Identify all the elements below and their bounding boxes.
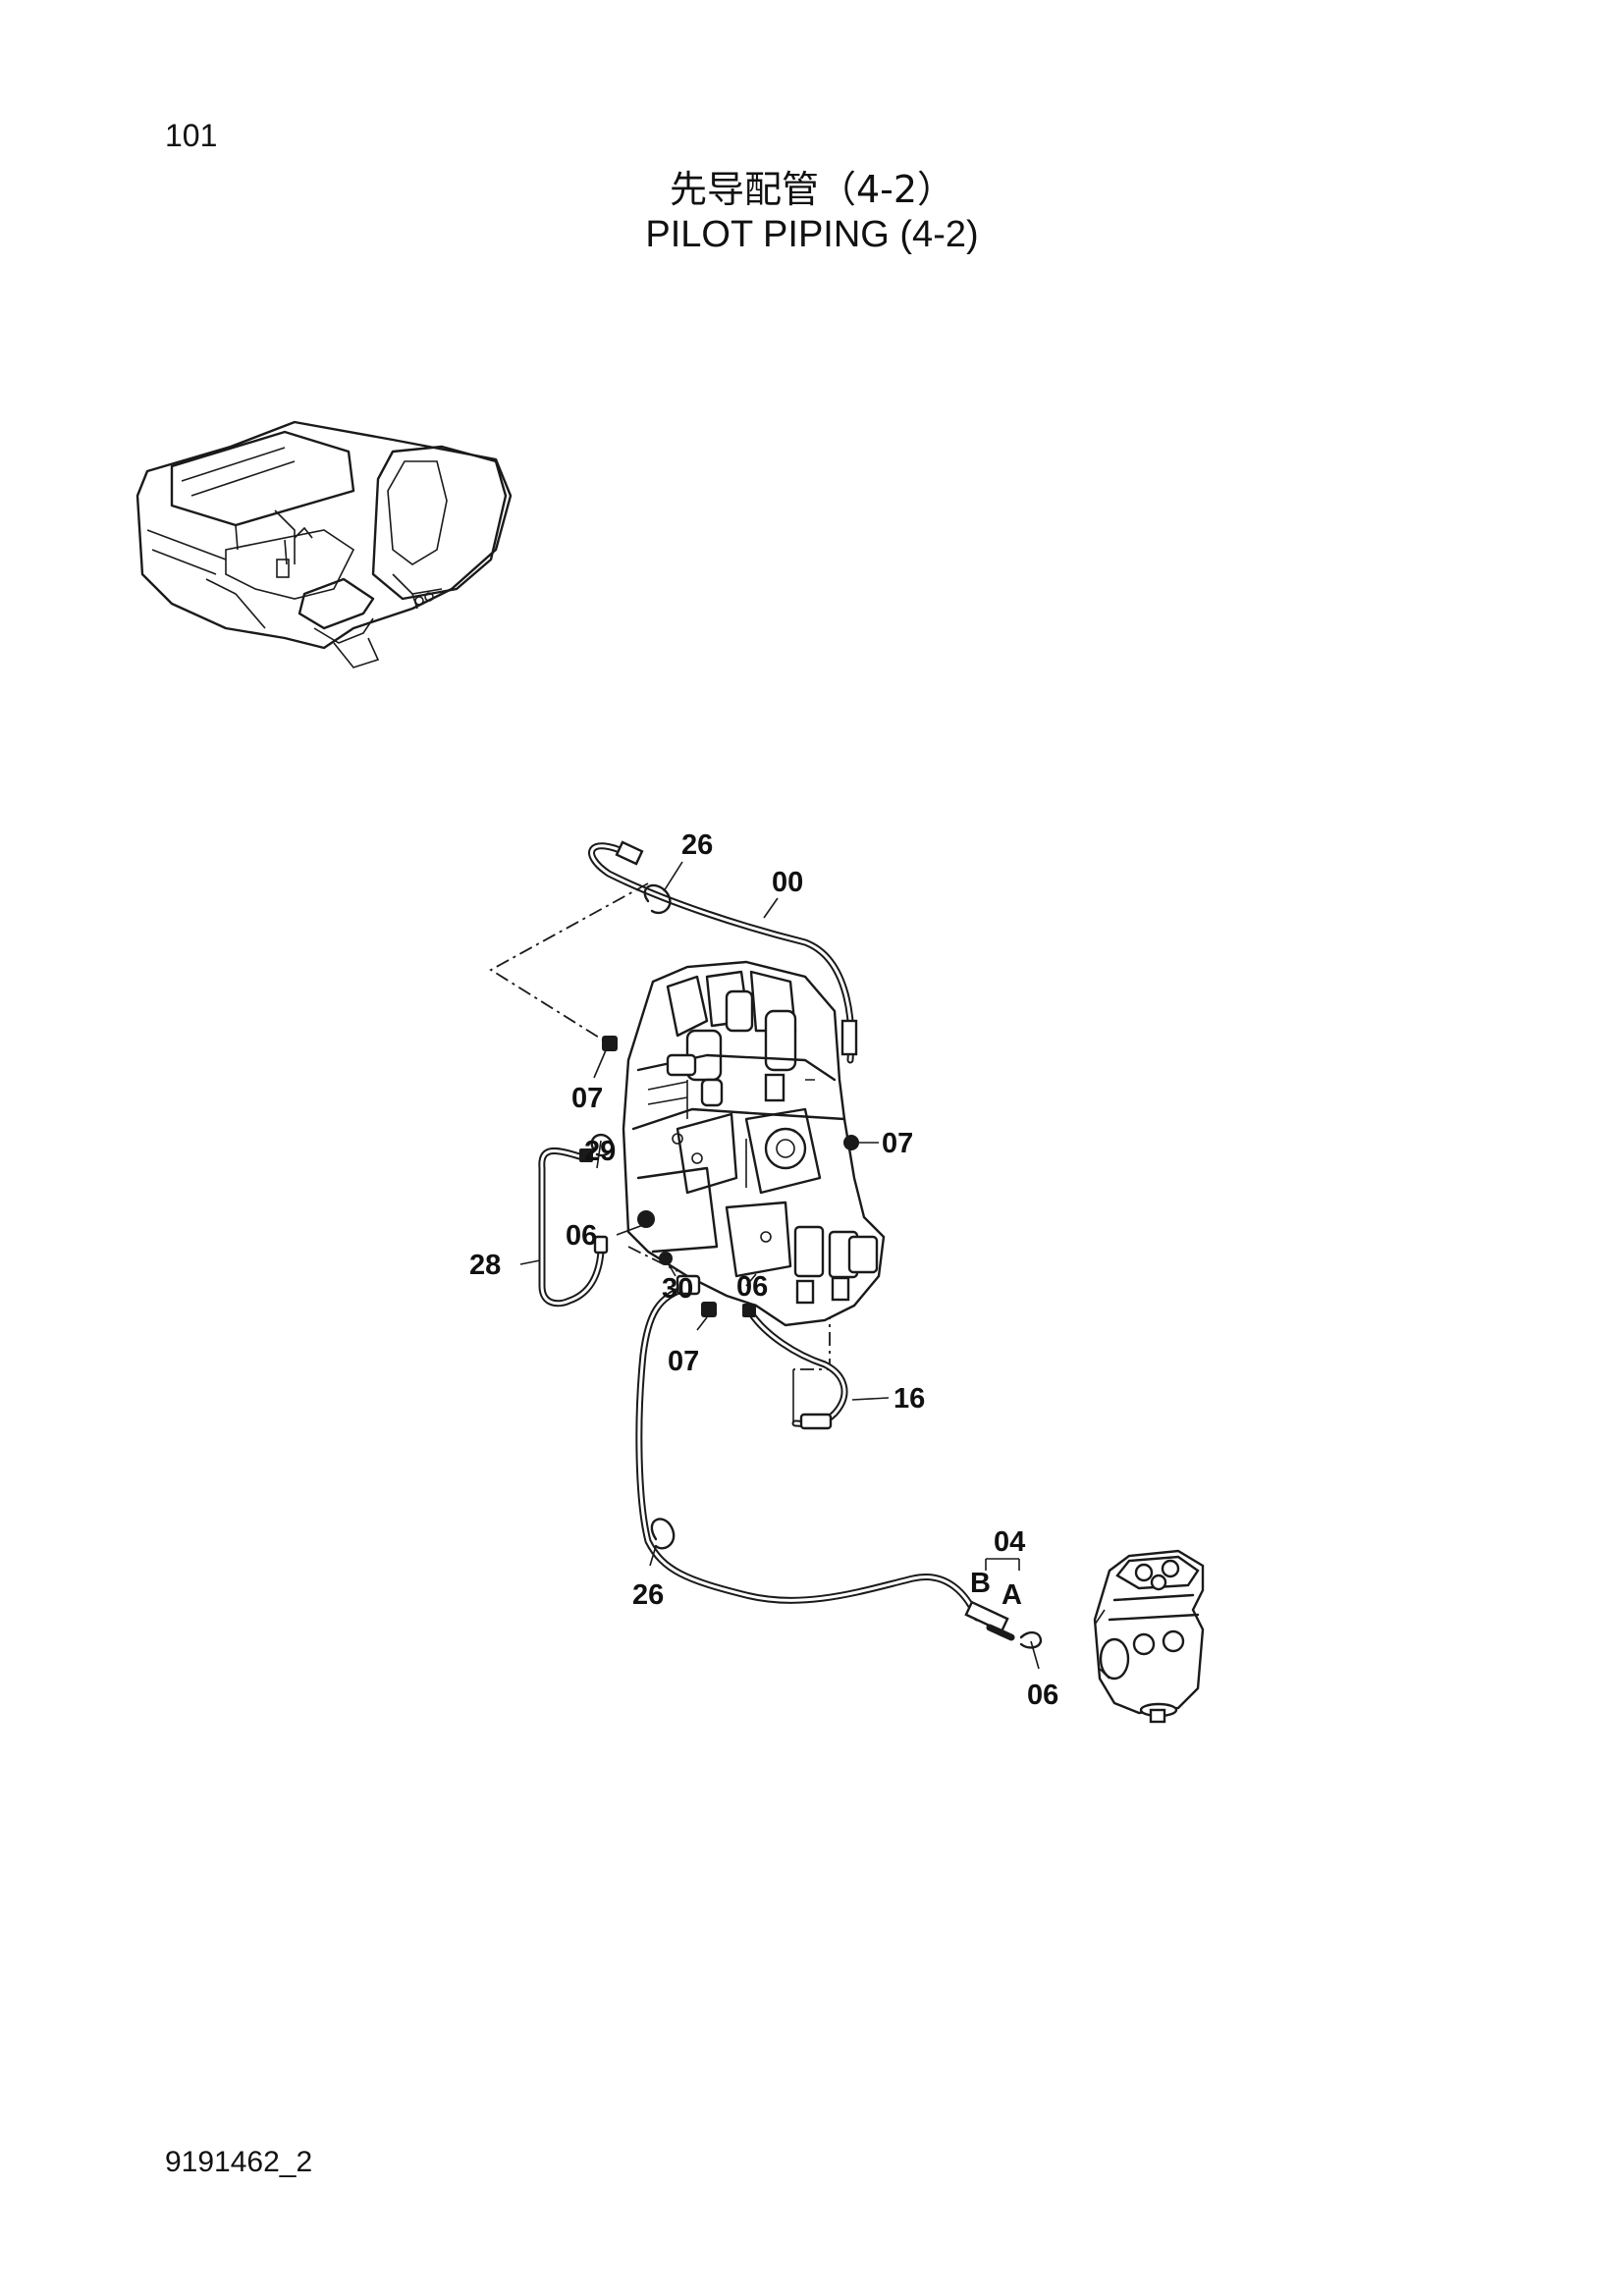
callout-a: A [1001, 1579, 1022, 1611]
hose-04 [635, 1274, 1015, 1641]
clamp-29 [590, 1133, 614, 1157]
callout-26-top: 26 [681, 829, 713, 861]
page-number: 101 [165, 118, 218, 153]
fittings-07 [602, 1036, 859, 1317]
hose-16 [742, 1304, 848, 1430]
control-valve-assembly [622, 960, 886, 1327]
callout-06-left: 06 [566, 1220, 597, 1252]
callout-07-bottom: 07 [668, 1346, 699, 1377]
callout-00: 00 [772, 867, 803, 898]
fitting-06-left [637, 1210, 673, 1265]
callout-06-mid: 06 [736, 1271, 768, 1303]
document-code: 9191462_2 [165, 2146, 313, 2178]
callout-29: 29 [584, 1136, 616, 1167]
fitting-06-bottom [1019, 1630, 1043, 1649]
callout-26-bottom: 26 [632, 1579, 664, 1611]
callout-28: 28 [469, 1250, 501, 1281]
page-title-chinese: 先导配管（4-2） [669, 168, 955, 211]
page-title-english: PILOT PIPING (4-2) [645, 214, 979, 255]
callout-04: 04 [994, 1526, 1025, 1558]
pipe-28 [538, 1147, 609, 1308]
callout-07-right: 07 [882, 1128, 913, 1159]
callout-16: 16 [893, 1383, 925, 1415]
callout-leaders [519, 861, 1040, 1670]
callout-labels: 26 00 07 07 29 06 28 30 06 07 16 26 04 B… [469, 829, 1058, 1711]
callout-b: B [970, 1568, 991, 1599]
callout-07-left: 07 [571, 1083, 603, 1114]
callout-30: 30 [662, 1273, 693, 1305]
machine-locator-sketch [135, 420, 513, 668]
swing-device [1093, 1549, 1205, 1724]
callout-06-bottom: 06 [1027, 1680, 1058, 1711]
hose-00 [588, 840, 858, 1064]
